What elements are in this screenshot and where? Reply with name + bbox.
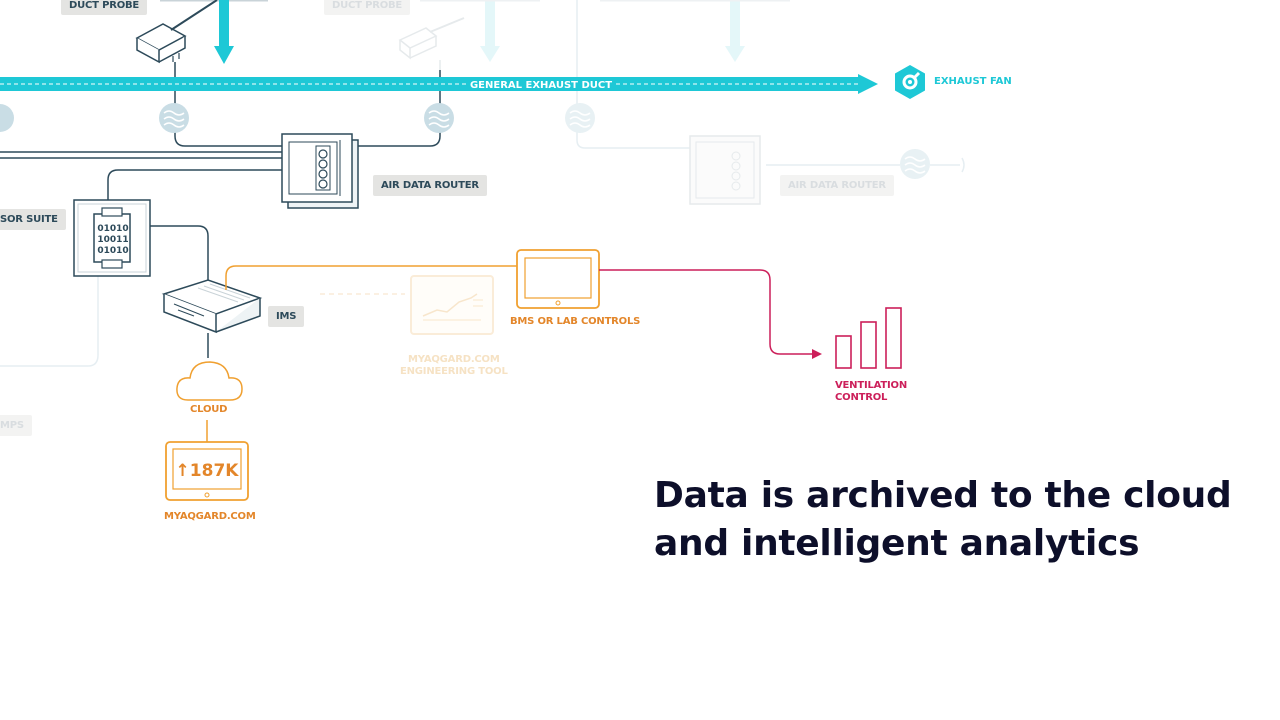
duct-probe-label-faded: DUCT PROBE [324,0,411,15]
down-arrow-icon [480,0,500,62]
down-arrow-icon [725,0,745,62]
ventilation-control-label-line2: CONTROL [835,392,888,403]
bar-chart-icon [835,307,902,369]
air-data-router-icon [281,133,359,209]
duct-probe-icon [135,0,218,64]
bms-or-lab-controls-label: BMS OR LAB CONTROLS [510,316,641,327]
myaqgard-label: MYAQGARD.COM [164,511,256,522]
ims-box-icon [161,279,263,334]
headline-line-1: Data is archived to the cloud [654,475,1232,516]
exhaust-fan-icon [895,65,925,99]
exhaust-fan-label: EXHAUST FAN [934,76,1012,87]
duct-probe-icon [398,17,465,60]
ventilation-control-label-line1: VENTILATION [835,380,908,391]
airflow-icon [424,103,454,133]
faded-background [0,0,965,367]
ims-label: IMS [268,306,305,327]
cloud-label: CLOUD [190,404,228,415]
sensor-suite-label: SOR SUITE [0,209,66,230]
tablet-icon [516,249,600,309]
cloud-icon [176,361,243,401]
air-data-router-icon [689,135,761,205]
magenta-wiring [599,269,812,355]
engineering-tool-label-line2: ENGINEERING TOOL [400,366,508,377]
headline-line-2: and intelligent analytics [654,523,1140,564]
air-data-router-label: AIR DATA ROUTER [373,175,487,196]
airflow-icon [159,103,189,133]
binary-line-3: 01010 [97,246,128,256]
monitor-icon [410,275,494,335]
mps-label: MPS [0,415,32,436]
airflow-icon [0,104,14,132]
orange-wiring [206,265,517,442]
general-exhaust-duct [0,74,878,94]
binary-line-2: 10011 [97,235,128,245]
down-arrow-icon [214,0,234,64]
airflow-icon [565,103,595,133]
network-wiring [0,62,441,285]
engineering-tool-label-line1: MYAQGARD.COM [408,354,500,365]
general-exhaust-duct-label: GENERAL EXHAUST DUCT [470,80,612,91]
duct-probe-label: DUCT PROBE [61,0,148,15]
tablet-readout: ↑187K [176,461,240,481]
tablet-icon [165,441,249,501]
air-data-router-label-faded: AIR DATA ROUTER [780,175,894,196]
sensor-suite-icon [73,199,151,277]
binary-line-1: 01010 [97,224,128,234]
headline: Data is archived to the cloud and intell… [654,472,1274,568]
airflow-icon [900,149,930,179]
